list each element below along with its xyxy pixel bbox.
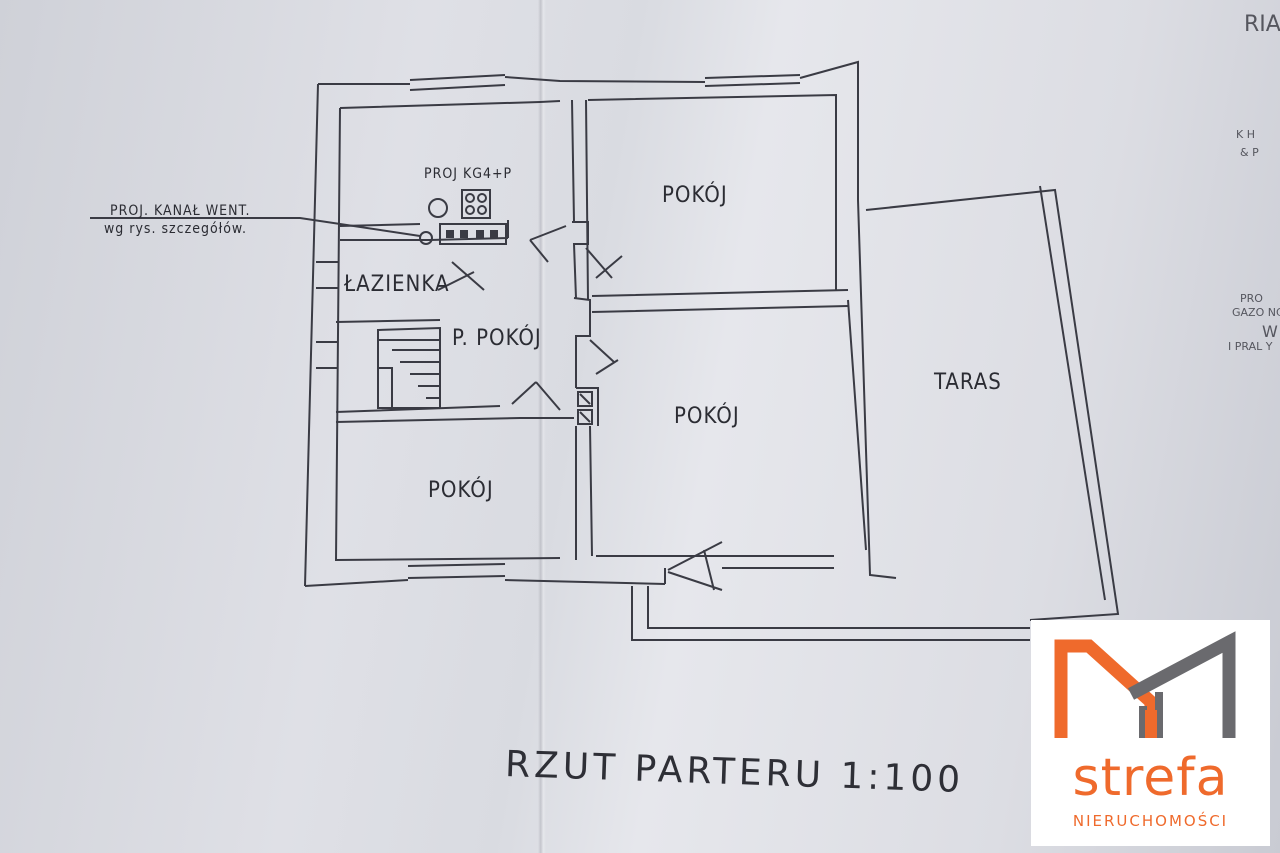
brand-logo: strefa NIERUCHOMOŚCI	[1031, 620, 1270, 846]
window-left-lower	[316, 341, 338, 369]
stove-icon	[461, 189, 491, 219]
logo-subtitle: NIERUCHOMOŚCI	[1072, 812, 1229, 830]
room-label-taras: TARAS	[934, 370, 1002, 395]
edge-fragment: I PRAL Y	[1228, 340, 1273, 353]
stove-note: PROJ KG4+P	[424, 166, 513, 182]
central-wall	[571, 99, 599, 560]
door-terrace	[667, 541, 723, 591]
room-label-p-pokoj: P. POKÓJ	[452, 326, 542, 351]
chimney-flue-1	[577, 391, 593, 407]
paper-fold	[538, 0, 546, 853]
logo-mark-icon	[1054, 631, 1236, 738]
stairs	[377, 326, 441, 409]
room-label-pokoj-bottom: POKÓJ	[428, 478, 494, 503]
window-top-right	[704, 74, 801, 87]
edge-fragment: RIA	[1244, 12, 1280, 37]
door-ppokoj	[511, 381, 561, 411]
edge-fragment: W	[1262, 322, 1278, 341]
right-room-wall	[596, 299, 867, 557]
edge-fragment: GAZO NC	[1232, 306, 1280, 319]
vent-note-line2: wg rys. szczegółów.	[104, 221, 247, 237]
door-lazienka	[437, 261, 485, 291]
vent-note-line1: PROJ. KANAŁ WENT.	[110, 203, 251, 219]
edge-fragment: & P	[1240, 146, 1259, 159]
door-pokoj-top	[585, 247, 623, 279]
cropped-edge-text: RIA K H & P PRO GAZO NC W I PRAL Y	[1228, 0, 1280, 380]
divider-pokoj-upper	[591, 289, 849, 313]
room-label-pokoj-middle: POKÓJ	[674, 404, 740, 429]
door-kitchen	[529, 225, 567, 263]
edge-fragment: K H	[1236, 128, 1255, 141]
outer-wall-outline	[304, 60, 897, 587]
chimney-flue-2	[577, 409, 593, 425]
leader-line	[90, 217, 421, 237]
door-pokoj-mid	[589, 339, 619, 375]
terrace-outline	[631, 185, 1120, 641]
edge-fragment: PRO	[1240, 292, 1263, 305]
room-label-lazienka: ŁAZIENKA	[344, 272, 450, 297]
vent-symbol	[419, 231, 433, 245]
meter-symbol	[428, 198, 448, 218]
inner-wall-outline	[334, 93, 837, 562]
window-bottom-left	[407, 563, 506, 579]
window-bottom-right	[722, 555, 834, 569]
window-top-left	[409, 74, 506, 91]
room-label-pokoj-top: POKÓJ	[662, 183, 728, 208]
window-left-upper	[316, 261, 338, 289]
logo-brand-name: strefa	[1072, 748, 1229, 808]
vent-block	[439, 223, 507, 245]
